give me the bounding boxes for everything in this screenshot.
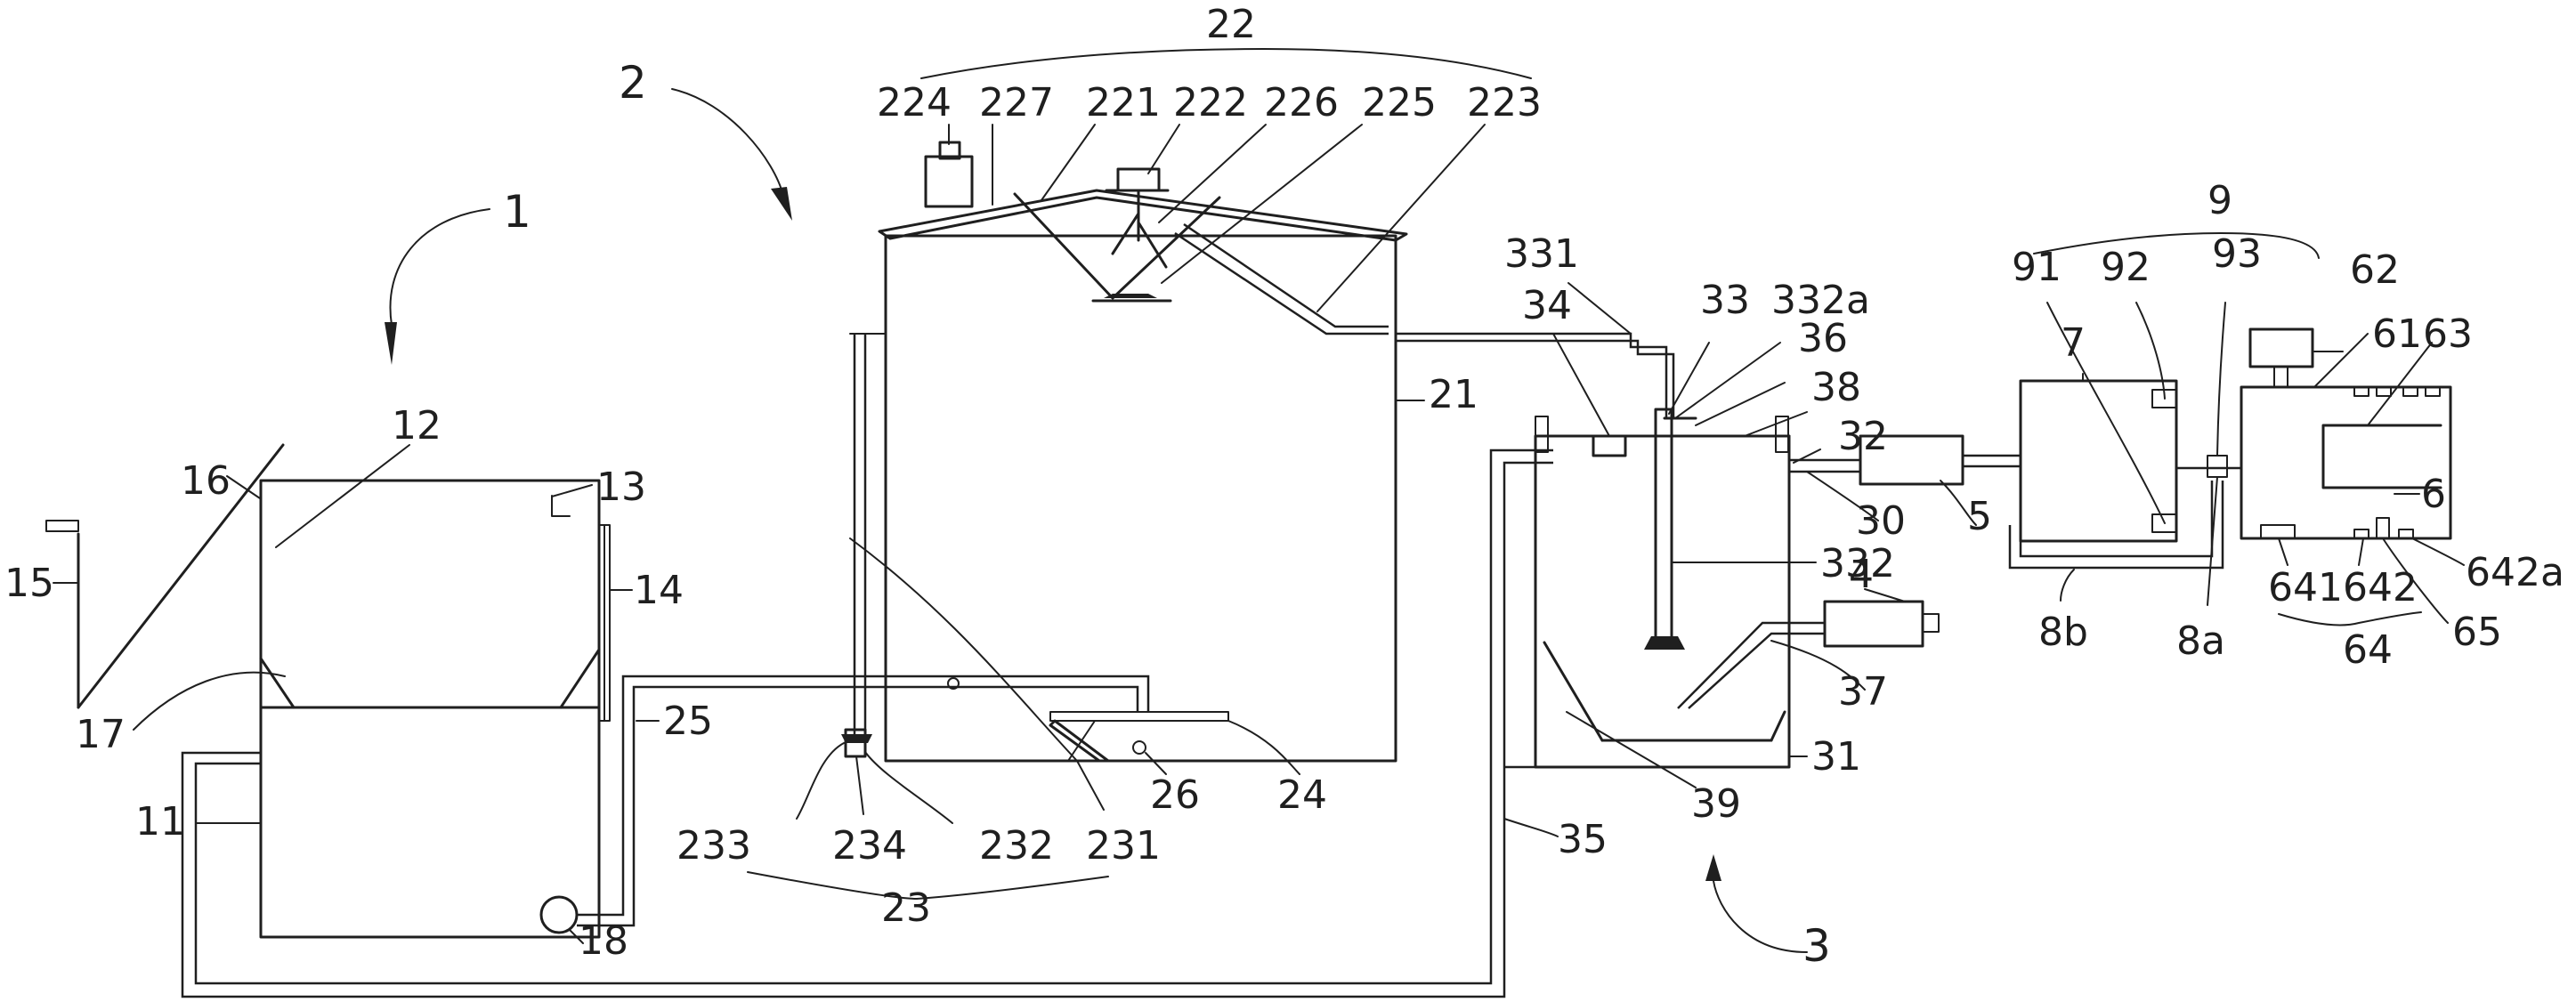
reference-labels: 1 2 3 4 5 6 7 9 11 12 13 14 15 16 17 18 … [4, 2, 2564, 972]
label-332: 332 [1820, 541, 1895, 586]
label-2: 2 [619, 57, 647, 109]
label-91: 91 [2012, 245, 2062, 290]
label-9: 9 [2207, 178, 2232, 223]
label-92: 92 [2101, 245, 2151, 290]
label-61: 61 [2372, 311, 2422, 357]
label-39: 39 [1691, 781, 1741, 827]
label-33: 33 [1700, 278, 1750, 323]
label-26: 26 [1150, 772, 1200, 818]
label-64: 64 [2343, 627, 2393, 673]
label-6: 6 [2421, 472, 2446, 517]
label-225: 225 [1362, 80, 1437, 125]
unit-6-storage [2240, 327, 2452, 540]
label-233: 233 [676, 823, 751, 869]
leader-lines [53, 48, 2465, 953]
label-223: 223 [1467, 80, 1542, 125]
label-32: 32 [1838, 414, 1888, 459]
label-222: 222 [1173, 80, 1248, 125]
label-231: 231 [1086, 823, 1161, 869]
label-93: 93 [2212, 231, 2262, 277]
label-24: 24 [1277, 772, 1327, 818]
label-62: 62 [2350, 247, 2400, 293]
label-224: 224 [877, 80, 952, 125]
pipe-25 [577, 675, 1150, 927]
label-8b: 8b [2038, 610, 2088, 655]
label-642a: 642a [2466, 550, 2564, 595]
label-65: 65 [2452, 610, 2502, 655]
unit-7-filter [2008, 379, 2241, 570]
label-3: 3 [1802, 920, 1831, 972]
label-7: 7 [2061, 320, 2086, 366]
unit-2-reactor-tank [841, 141, 1408, 763]
label-31: 31 [1811, 734, 1861, 780]
label-642: 642 [2343, 565, 2418, 610]
unit-4-blower [1823, 600, 1940, 648]
label-332a: 332a [1771, 278, 1870, 323]
label-8a: 8a [2176, 618, 2225, 664]
label-227: 227 [979, 80, 1054, 125]
label-38: 38 [1811, 365, 1861, 410]
label-17: 17 [76, 712, 126, 757]
label-30: 30 [1856, 498, 1906, 544]
label-23: 23 [881, 885, 931, 931]
label-232: 232 [979, 823, 1054, 869]
unit-3-settling-tank [1504, 408, 1860, 769]
label-1: 1 [503, 186, 531, 238]
label-15: 15 [4, 561, 54, 606]
label-25: 25 [663, 699, 713, 744]
label-16: 16 [181, 458, 231, 504]
label-36: 36 [1798, 316, 1848, 361]
label-641: 641 [2268, 565, 2343, 610]
label-21: 21 [1429, 372, 1478, 417]
label-35: 35 [1558, 817, 1608, 862]
label-221: 221 [1086, 80, 1161, 125]
unit-5-pump [1859, 434, 2021, 486]
label-13: 13 [596, 465, 646, 510]
label-11: 11 [135, 799, 185, 844]
unit-1-pretreatment-tank [45, 443, 1553, 998]
label-22: 22 [1206, 2, 1256, 47]
label-14: 14 [634, 568, 684, 613]
label-18: 18 [579, 918, 628, 964]
label-12: 12 [392, 403, 441, 448]
label-37: 37 [1838, 669, 1888, 715]
label-234: 234 [832, 823, 907, 869]
label-34: 34 [1522, 283, 1572, 328]
label-226: 226 [1264, 80, 1339, 125]
label-4: 4 [1849, 552, 1874, 597]
label-63: 63 [2423, 311, 2473, 357]
label-331: 331 [1504, 231, 1579, 277]
label-5: 5 [1967, 494, 1992, 539]
